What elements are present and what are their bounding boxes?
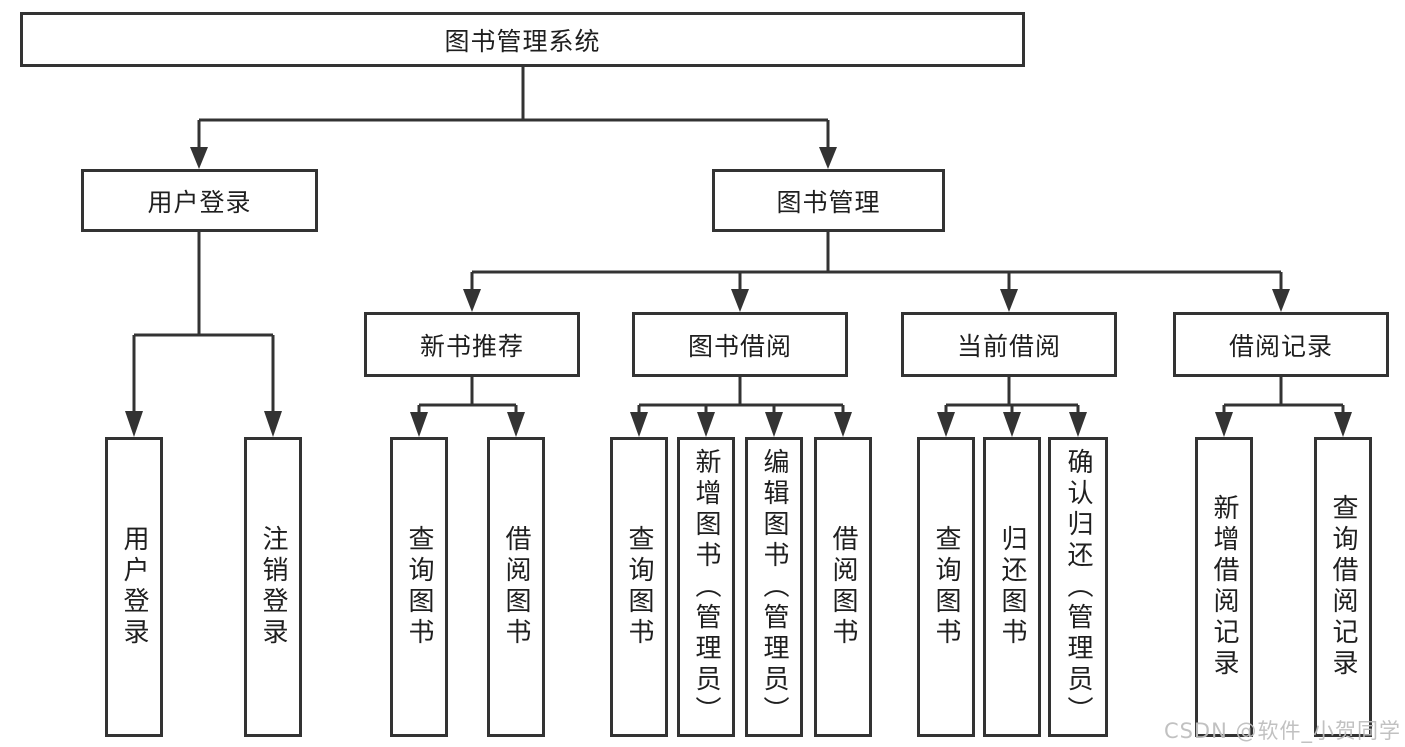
node-label: 查询借阅记录 [1328, 494, 1358, 680]
node-book-management: 图书管理 [712, 169, 945, 232]
node-label: 新增借阅记录 [1209, 494, 1239, 680]
node-label: 用户登录 [119, 525, 149, 649]
leaf-query-books-borrow: 查询图书 [610, 437, 668, 737]
node-current-borrowing: 当前借阅 [901, 312, 1117, 377]
node-label: 编辑图书（管理员） [759, 447, 789, 727]
node-label: 归还图书 [997, 525, 1027, 649]
leaf-add-borrow-record: 新增借阅记录 [1195, 437, 1253, 737]
node-label: 新增图书（管理员） [691, 447, 721, 727]
node-label: 图书管理系统 [444, 26, 601, 56]
leaf-user-login: 用户登录 [105, 437, 163, 737]
node-label: 查询图书 [624, 525, 654, 649]
leaf-borrow-books-newbook: 借阅图书 [487, 437, 545, 737]
leaf-edit-books-admin: 编辑图书（管理员） [745, 437, 803, 737]
node-new-book-recommendation: 新书推荐 [364, 312, 580, 377]
node-label: 查询图书 [931, 525, 961, 649]
leaf-confirm-return-admin: 确认归还（管理员） [1048, 437, 1108, 737]
leaf-query-borrow-record: 查询借阅记录 [1314, 437, 1372, 737]
node-library-management-system: 图书管理系统 [20, 12, 1025, 67]
leaf-logout: 注销登录 [244, 437, 302, 737]
node-book-borrowing: 图书借阅 [632, 312, 848, 377]
leaf-query-books-current: 查询图书 [917, 437, 975, 737]
node-label: 图书管理 [776, 187, 881, 217]
leaf-borrow-books: 借阅图书 [814, 437, 872, 737]
node-user-login: 用户登录 [81, 169, 318, 232]
node-label: 确认归还（管理员） [1063, 447, 1093, 727]
tree-edges [132, 67, 1345, 414]
node-label: 借阅图书 [501, 525, 531, 649]
node-borrowing-records: 借阅记录 [1173, 312, 1389, 377]
node-label: 借阅记录 [1228, 331, 1333, 361]
node-label: 当前借阅 [956, 331, 1061, 361]
node-label: 查询图书 [404, 525, 434, 649]
node-label: 注销登录 [258, 525, 288, 649]
leaf-add-books-admin: 新增图书（管理员） [677, 437, 735, 737]
leaf-return-books: 归还图书 [983, 437, 1041, 737]
node-label: 借阅图书 [828, 525, 858, 649]
leaf-query-books-newbook: 查询图书 [390, 437, 448, 737]
arrowheads [125, 147, 1352, 437]
node-label: 图书借阅 [687, 331, 792, 361]
node-label: 用户登录 [147, 187, 252, 217]
csdn-watermark: CSDN @软件_小贺同学 [1163, 719, 1401, 743]
node-label: 新书推荐 [419, 331, 524, 361]
